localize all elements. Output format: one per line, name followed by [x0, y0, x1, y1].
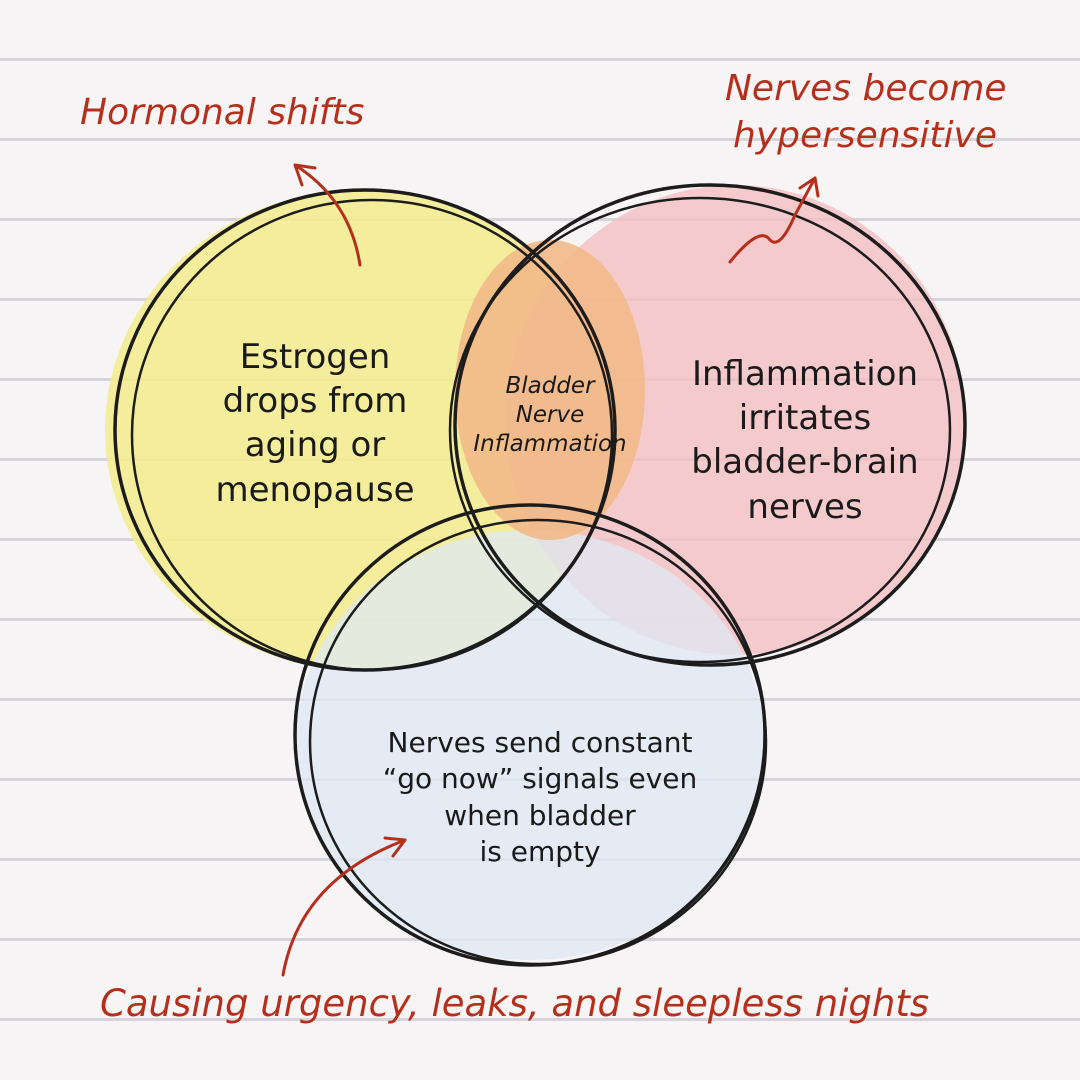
- blue-fill: [295, 530, 765, 960]
- annotation-causing: Causing urgency, leaks, and sleepless ni…: [100, 982, 930, 1025]
- text-line: menopause: [215, 469, 415, 510]
- left-circle-text: Estrogen drops from aging or menopause: [190, 335, 440, 512]
- text-line: aging or: [244, 425, 386, 466]
- text-line: Bladder: [505, 373, 595, 399]
- text-line: “go now” signals even: [382, 762, 698, 796]
- outlines: [113, 183, 967, 967]
- center-fill: [455, 240, 645, 540]
- annotation-hypersensitive: hypersensitive: [733, 115, 997, 156]
- arrows: [281, 163, 820, 977]
- text-line: irritates: [738, 398, 872, 439]
- center-text: Bladder Nerve Inflammation: [455, 372, 645, 458]
- text-line: Nerve: [515, 401, 585, 428]
- annotation-hormonal-shifts: Hormonal shifts: [80, 92, 365, 133]
- text-line: bladder-brain: [691, 442, 919, 483]
- annotation-nerves-become: Nerves become: [725, 68, 1007, 109]
- text-line: Inflammation: [473, 430, 627, 457]
- text-line: Inflammation: [691, 354, 919, 394]
- right-circle-text: Inflammation irritates bladder-brain ner…: [660, 352, 950, 529]
- text-line: Estrogen: [239, 337, 391, 377]
- bottom-circle-outline-2: [308, 518, 768, 966]
- arrow-causing: [281, 836, 407, 977]
- bottom-circle-text: Nerves send constant “go now” signals ev…: [340, 725, 740, 871]
- left-circle-outline-2: [130, 198, 614, 672]
- text-line: Nerves send constant: [387, 726, 693, 759]
- right-circle-outline-2: [448, 196, 952, 664]
- right-circle-outline: [453, 183, 967, 667]
- text-line: drops from: [222, 381, 408, 422]
- arrow-hormonal: [293, 163, 362, 267]
- text-line: when bladder: [444, 798, 636, 832]
- text-line: is empty: [479, 835, 601, 869]
- arrow-nerves-hyper: [728, 176, 820, 264]
- text-line: nerves: [747, 486, 863, 527]
